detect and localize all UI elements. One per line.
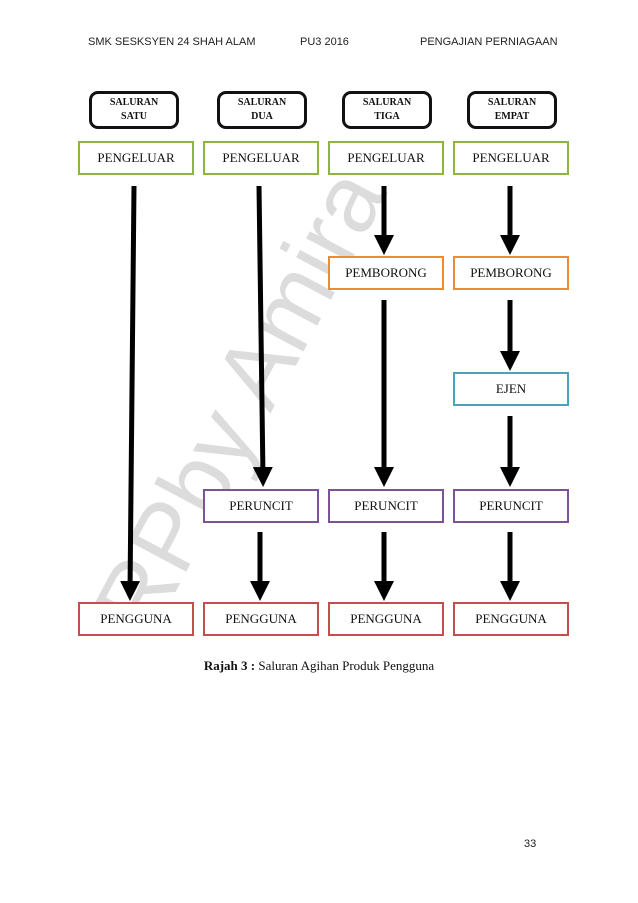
channel-tiga: SALURAN TIGA: [342, 91, 432, 129]
producer-node-empat: PENGELUAR: [453, 141, 569, 175]
caption-label: Rajah 3 :: [203, 658, 256, 673]
header-school: SMK SESKSYEN 24 SHAH ALAM: [88, 36, 256, 48]
arrow-satu-producer-consumer: [120, 185, 141, 601]
wholesaler-node-tiga: PEMBORONG: [328, 256, 444, 290]
retailer-node-dua: PERUNCIT: [203, 489, 319, 523]
channel-empat-line1: SALURAN: [487, 97, 537, 108]
wholesaler-node-empat: PEMBORONG: [453, 256, 569, 290]
channel-empat: SALURAN EMPAT: [467, 91, 557, 129]
channel-satu-line1: SALURAN: [109, 97, 159, 108]
channel-satu: SALURAN SATU: [89, 91, 179, 129]
figure-caption: Rajah 3 : Saluran Agihan Produk Pengguna: [0, 658, 638, 674]
page-number: 33: [524, 838, 537, 850]
arrow-dua-producer-retailer: [252, 185, 273, 487]
producer-node-satu: PENGELUAR: [78, 141, 194, 175]
retailer-node-tiga: PERUNCIT: [328, 489, 444, 523]
channel-dua: SALURAN DUA: [217, 91, 307, 129]
consumer-node-empat: PENGGUNA: [453, 602, 569, 636]
consumer-node-tiga: PENGGUNA: [328, 602, 444, 636]
agent-node-empat: EJEN: [453, 372, 569, 406]
header-subject: PENGAJIAN PERNIAGAAN: [420, 36, 558, 48]
consumer-node-satu: PENGGUNA: [78, 602, 194, 636]
header-code: PU3 2016: [300, 36, 349, 48]
channel-dua-line2: DUA: [251, 111, 273, 122]
channel-dua-line1: SALURAN: [237, 97, 287, 108]
channel-tiga-line2: TIGA: [374, 111, 400, 122]
caption-text: Saluran Agihan Produk Pengguna: [255, 658, 435, 673]
channel-satu-line2: SATU: [121, 111, 147, 122]
retailer-node-empat: PERUNCIT: [453, 489, 569, 523]
channel-empat-line2: EMPAT: [494, 111, 530, 122]
producer-node-tiga: PENGELUAR: [328, 141, 444, 175]
channel-tiga-line1: SALURAN: [362, 97, 412, 108]
consumer-node-dua: PENGGUNA: [203, 602, 319, 636]
producer-node-dua: PENGELUAR: [203, 141, 319, 175]
